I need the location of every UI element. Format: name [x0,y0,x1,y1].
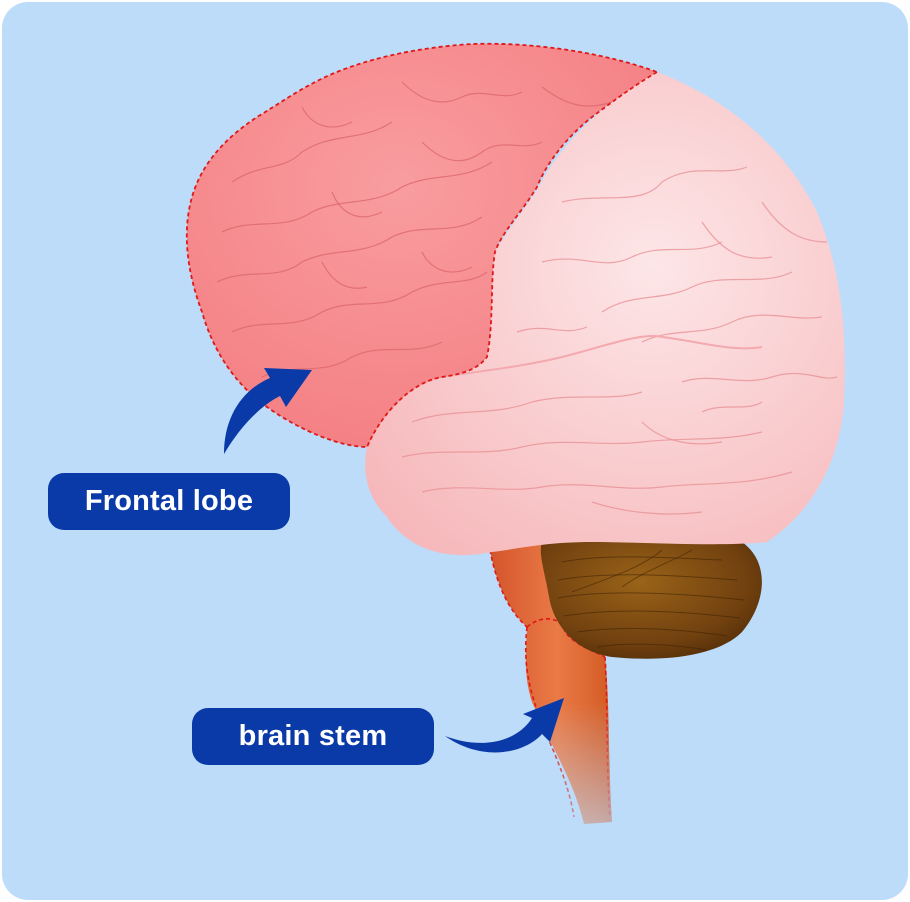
brain-stem-label-text: brain stem [238,720,388,752]
curved-arrow-right-icon [445,698,564,753]
frontal-lobe-label: Frontal lobe [48,473,290,530]
cerebrum-rear-shape [365,72,845,556]
frontal-lobe-label-text: Frontal lobe [84,485,254,517]
curved-arrow-up-right-icon [224,368,312,454]
brain-stem-label: brain stem [192,708,434,765]
cerebellum-shape [540,530,762,659]
frontal-lobe-shape [185,42,660,448]
